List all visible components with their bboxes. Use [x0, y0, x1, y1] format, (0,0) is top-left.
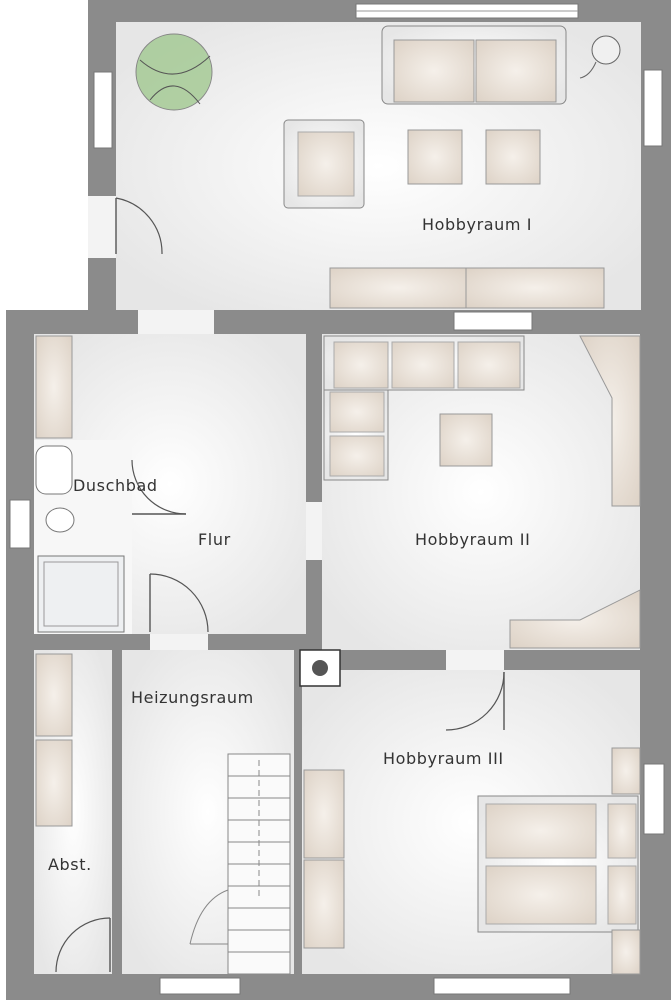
window [643, 763, 665, 835]
doors [55, 197, 505, 973]
sideboard [329, 267, 467, 309]
cabinet [303, 769, 345, 859]
window [9, 499, 31, 549]
window [643, 69, 663, 147]
room-label-abst: Abst. [48, 855, 92, 874]
room-label-flur: Flur [198, 530, 231, 549]
shelf [35, 653, 73, 737]
furniture-hobbyraum1 [135, 25, 621, 309]
nightstand [611, 747, 641, 795]
corner-cabinet [579, 335, 641, 507]
room-label-hobbyraum2: Hobbyraum II [415, 530, 530, 549]
corner-cabinet [509, 589, 641, 649]
nightstand [611, 929, 641, 975]
room-label-hobbyraum3: Hobbyraum III [383, 749, 504, 768]
furniture-hobbyraum3 [303, 747, 641, 975]
window [93, 71, 113, 149]
chimney-icon [312, 660, 328, 676]
wardrobe [35, 335, 73, 439]
windows [9, 3, 665, 995]
washbasin [35, 445, 73, 495]
stool [407, 129, 463, 185]
shower [37, 555, 125, 633]
stairs [189, 753, 291, 975]
window [453, 311, 533, 331]
room-label-hobbyraum1: Hobbyraum I [422, 215, 532, 234]
furniture-flur [35, 335, 125, 633]
plant-icon [135, 33, 213, 111]
openings [88, 196, 504, 670]
lamp-icon [591, 35, 621, 65]
sideboard [465, 267, 605, 309]
room-labels: Hobbyraum I Duschbad Flur Hobbyraum II H… [48, 215, 532, 874]
room-label-heizungsraum: Heizungsraum [131, 688, 254, 707]
toilet [45, 507, 75, 533]
stool [485, 129, 541, 185]
furniture-hobbyraum2 [323, 335, 641, 649]
furniture-abst [35, 653, 73, 827]
shelf [35, 739, 73, 827]
room-label-duschbad: Duschbad [73, 476, 158, 495]
window [159, 977, 241, 995]
coffee-table [439, 413, 493, 467]
cabinet [303, 859, 345, 949]
window [433, 977, 571, 995]
